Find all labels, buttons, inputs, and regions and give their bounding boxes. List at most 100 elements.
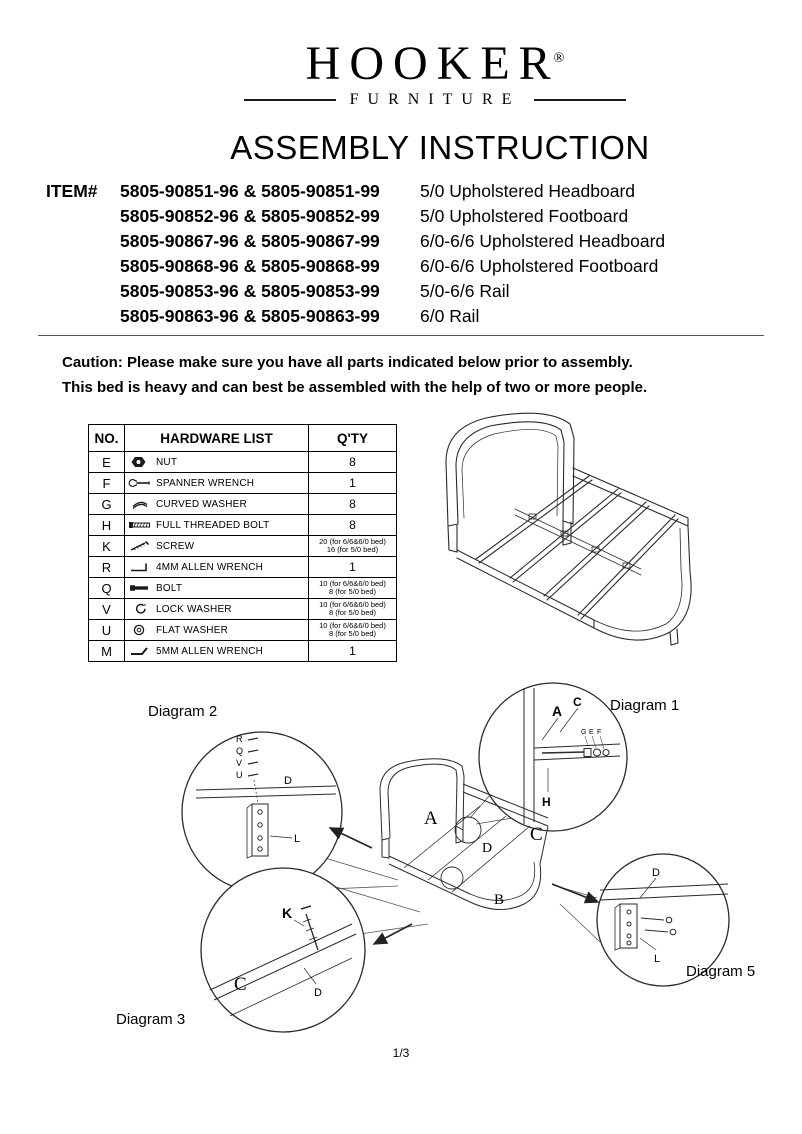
d2-label-r: R	[236, 734, 243, 744]
brand-name: HOOKER	[305, 37, 560, 90]
part-label-c: C	[530, 824, 543, 845]
hardware-qty-alt: 8 (for 5/0 bed)	[328, 587, 377, 596]
hardware-name: BOLT	[156, 582, 183, 594]
d2-label-d: D	[284, 775, 292, 787]
full-threaded-bolt-icon	[127, 519, 153, 531]
item-row: ITEM# 5805-90851-96 & 5805-90851-99 5/0 …	[0, 179, 802, 204]
hardware-qty-alt: 8 (for 5/0 bed)	[328, 629, 377, 638]
table-row: F SPANNER WRENCH 1	[88, 472, 397, 494]
hardware-qty-cell: 10 (for 6/6&6/0 bed)8 (for 5/0 bed)	[308, 577, 397, 599]
item-codes: 5805-90852-96 & 5805-90852-99	[120, 206, 380, 226]
diagram1-detail	[523, 688, 621, 824]
table-row: H FULL THREADED BOLT 8	[88, 514, 397, 536]
d1-label-c: C	[573, 695, 582, 709]
hardware-name: FLAT WASHER	[156, 624, 229, 636]
item-description: 5/0 Upholstered Footboard	[420, 206, 629, 226]
bolt-icon	[127, 582, 153, 594]
table-row: U FLAT WASHER 10 (for 6/6&6/0 bed)8 (for…	[88, 619, 397, 641]
diagram2-title: Diagram 2	[148, 703, 217, 720]
hardware-no: M	[88, 640, 125, 662]
diagram-arrows	[328, 827, 600, 945]
bed-overview-art	[445, 412, 692, 646]
bed-overview-drawing	[445, 412, 692, 646]
item-description: 6/0 Rail	[420, 306, 480, 326]
d1-label-e: E	[589, 729, 594, 736]
item-row: 5805-90853-96 & 5805-90853-99 5/0-6/6 Ra…	[0, 279, 802, 304]
item-codes: 5805-90868-96 & 5805-90868-99	[120, 256, 380, 276]
hardware-qty: 8	[308, 451, 397, 473]
brand-subtitle: FURNITURE	[349, 91, 521, 108]
item-number-label: ITEM#	[46, 181, 98, 201]
diagram2-detail	[195, 737, 337, 859]
curved-washer-icon	[127, 498, 153, 510]
d3-label-d: D	[314, 987, 322, 999]
hardware-name: SPANNER WRENCH	[156, 477, 255, 489]
hardware-no: U	[88, 619, 125, 641]
hardware-table: NO. HARDWARE LIST Q'TY E NUT 8 F SPANNER…	[88, 424, 397, 662]
hardware-qty: 8	[308, 514, 397, 536]
item-description: 5/0-6/6 Rail	[420, 281, 510, 301]
table-row: V LOCK WASHER 10 (for 6/6&6/0 bed)8 (for…	[88, 598, 397, 620]
item-spacer	[46, 229, 120, 254]
hardware-name: NUT	[156, 456, 178, 468]
item-description: 6/0-6/6 Upholstered Footboard	[420, 256, 659, 276]
allen-wrench-4mm-icon	[127, 561, 153, 573]
d2-label-v: V	[236, 758, 242, 768]
caution-line-1: Caution: Please make sure you have all p…	[62, 354, 633, 371]
bed-center-drawing	[379, 758, 549, 910]
item-spacer	[46, 254, 120, 279]
header-no: NO.	[88, 424, 125, 452]
diagram1-title: Diagram 1	[610, 697, 679, 714]
allen-wrench-5mm-icon	[127, 645, 153, 657]
item-list: ITEM# 5805-90851-96 & 5805-90851-99 5/0 …	[0, 179, 802, 329]
part-label-a: A	[424, 808, 438, 829]
item-description: 6/0-6/6 Upholstered Headboard	[420, 231, 666, 251]
hardware-name-cell: FULL THREADED BOLT	[124, 514, 309, 536]
table-row: E NUT 8	[88, 451, 397, 473]
d1-label-g: G	[581, 729, 586, 736]
item-row: 5805-90867-96 & 5805-90867-99 6/0-6/6 Up…	[0, 229, 802, 254]
hardware-no: V	[88, 598, 125, 620]
table-row: R 4MM ALLEN WRENCH 1	[88, 556, 397, 578]
item-codes: 5805-90853-96 & 5805-90853-99	[120, 281, 380, 301]
hardware-name-cell: CURVED WASHER	[124, 493, 309, 515]
page-number: 1/3	[392, 1046, 410, 1060]
hardware-qty: 1	[308, 640, 397, 662]
item-row: 5805-90863-96 & 5805-90863-99 6/0 Rail	[0, 304, 802, 329]
hardware-qty-cell: 10 (for 6/6&6/0 bed)8 (for 5/0 bed)	[308, 598, 397, 620]
item-spacer	[46, 304, 120, 329]
item-codes: 5805-90863-96 & 5805-90863-99	[120, 306, 380, 326]
part-label-d: D	[482, 841, 492, 856]
item-spacer	[46, 204, 120, 229]
hardware-qty: 20 (for 6/6&6/0 bed)	[319, 536, 386, 546]
hardware-name-cell: FLAT WASHER	[124, 619, 309, 641]
hardware-name-cell: 4MM ALLEN WRENCH	[124, 556, 309, 578]
table-row: Q BOLT 10 (for 6/6&6/0 bed)8 (for 5/0 be…	[88, 577, 397, 599]
d2-label-q: Q	[236, 746, 243, 756]
d5-label-l: L	[654, 953, 660, 965]
hardware-qty-alt: 8 (for 5/0 bed)	[328, 608, 377, 617]
content-area: NO. HARDWARE LIST Q'TY E NUT 8 F SPANNER…	[0, 400, 802, 1134]
hardware-name: FULL THREADED BOLT	[156, 519, 270, 531]
registered-mark: ®	[553, 51, 565, 66]
hardware-qty-cell: 20 (for 6/6&6/0 bed)16 (for 5/0 bed)	[308, 535, 397, 557]
brand-subtitle-row: FURNITURE	[0, 91, 802, 109]
hardware-no: R	[88, 556, 125, 578]
item-row: 5805-90852-96 & 5805-90852-99 5/0 Uphols…	[0, 204, 802, 229]
hardware-name: 4MM ALLEN WRENCH	[156, 561, 264, 573]
assembly-diagrams: Diagram 2 Diagram 1 Diagram 3 Diagram 5 …	[116, 682, 755, 1033]
item-spacer	[46, 279, 120, 304]
spanner-wrench-icon	[127, 477, 153, 489]
hardware-table-header-row: NO. HARDWARE LIST Q'TY	[88, 424, 397, 452]
d2-label-u: U	[236, 770, 243, 780]
diagram3-circle	[200, 867, 366, 1033]
left-rule	[243, 99, 336, 101]
hardware-qty: 1	[308, 556, 397, 578]
hardware-name-cell: SCREW	[124, 535, 309, 557]
table-row: M 5MM ALLEN WRENCH 1	[88, 640, 397, 662]
screw-icon	[127, 540, 153, 552]
hardware-qty: 10 (for 6/6&6/0 bed)	[319, 578, 386, 588]
hardware-qty: 8	[308, 493, 397, 515]
brand-logo: HOOKER®	[0, 34, 802, 89]
caution-block: Caution: Please make sure you have all p…	[62, 350, 802, 400]
